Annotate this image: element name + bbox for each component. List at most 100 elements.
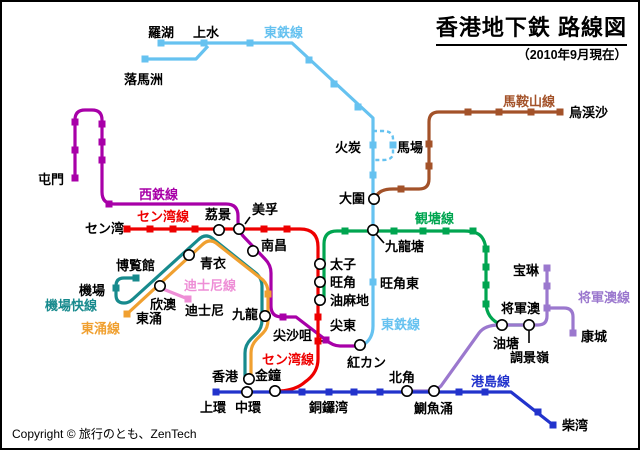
station-label: 九龍 [231,307,258,322]
station-label: 上水 [193,25,220,40]
station-marker [534,408,542,416]
station-marker [146,225,154,233]
station-label: 尖沙咀 [273,328,312,343]
station-label: セン湾 [85,221,124,236]
station-label: 屯門 [38,172,64,187]
station-marker [71,118,79,126]
station-marker [481,388,489,396]
station-label: 宝琳 [513,263,540,278]
station-marker [112,284,120,292]
station-marker [482,245,490,253]
interchange-circle [313,257,326,270]
interchange-circle [313,293,326,306]
station-label: 金鐘 [254,368,281,383]
line-label-tseung-kwan-o: 将軍澳線 [578,290,631,305]
interchange-circle [258,309,271,322]
line-label-disneyland: 迪士尼線 [184,278,237,293]
station-marker [71,174,79,182]
station-marker [543,282,551,290]
line-label-west-rail: 西鉄線 [139,187,179,202]
station-marker [157,39,165,47]
station-label: 機場 [79,283,105,298]
line-label-east-rail: 東鉄線 [381,317,421,332]
page-title: 香港地下鉄 路線図 [435,10,627,46]
station-label: 火炭 [335,140,361,155]
station-marker [71,146,79,154]
station-label: 紅カン [347,355,386,370]
station-marker [419,227,427,235]
line-label-tsuen-wan: セン湾線 [137,209,190,224]
interchange-circles [154,193,535,398]
interchange-circle [241,385,254,398]
station-label: 南昌 [261,238,287,253]
station-label: 欣澳 [150,297,177,312]
line-label-airport-express: 機場快線 [45,298,98,313]
station-label: 荔景 [204,207,231,222]
station-marker [132,274,140,282]
copyright-text: Copyright © 旅行のとも、ZenTech [12,427,197,441]
station-label: 旺角東 [380,276,419,291]
line-path-east-rail-lok-ma-chau-branch [145,44,210,61]
station-marker [322,336,330,344]
station-label: 油塘 [493,336,519,351]
station-marker [105,200,113,208]
station-marker [246,39,254,47]
station-label: 美孚 [252,202,278,217]
station-marker [390,227,398,235]
interchange-circle [268,384,281,397]
station-label: 柴湾 [561,418,588,433]
station-label: 落馬洲 [124,72,163,87]
line-label-east-rail: 東鉄線 [264,25,304,40]
station-marker [543,264,551,272]
station-marker [314,337,322,345]
station-label: 旺角 [330,275,356,290]
station-marker [495,108,503,116]
station-marker [305,56,313,64]
line-path-tung-chung [125,239,270,379]
line-path-tseung-kwan-o-lohas-branch [547,306,575,333]
tick-mei-foo [244,216,251,225]
station-label: 香港 [211,369,239,384]
station-marker [549,421,557,429]
line-path-island [213,390,554,427]
station-marker [442,227,450,235]
interchange-circle [400,384,413,397]
tick-kowloon-tong [375,233,385,244]
line-path-kwun-tong [322,229,531,327]
station-labels: 羅湖上水落馬洲烏渓沙火炭馬場大圍屯門セン湾荔景美孚南昌博覧館機場青衣欣澳東涌迪士… [38,25,631,433]
station-label: 九龍塘 [384,239,424,254]
station-marker [191,225,199,233]
line-label-tsuen-wan: セン湾線 [262,352,315,367]
interchange-circle [243,372,256,385]
station-marker [184,295,192,303]
line-label-tung-chung: 東涌線 [81,321,121,336]
station-label: 青衣 [200,256,226,271]
station-marker [455,388,463,396]
line-path-airport-express [114,234,264,379]
station-marker [569,329,577,337]
interchange-circle [366,224,379,237]
station-marker [350,388,358,396]
station-marker [369,171,377,179]
station-marker [376,388,384,396]
station-label: 馬場 [397,140,423,155]
interchange-circle [367,193,380,206]
station-marker [354,103,362,111]
station-marker [482,300,490,308]
interchange-circle [183,249,196,262]
interchange-circle [247,245,260,258]
station-marker [482,281,490,289]
line-paths [73,41,575,427]
station-marker [169,225,177,233]
station-marker [98,120,106,128]
interchange-circle [213,224,226,237]
station-marker [123,225,131,233]
line-path-disneyland [162,287,189,301]
station-marker [141,55,149,63]
station-marker [279,313,287,321]
station-label: 羅湖 [148,25,174,40]
station-label: 北角 [389,370,415,385]
interchange-circle [427,384,440,397]
